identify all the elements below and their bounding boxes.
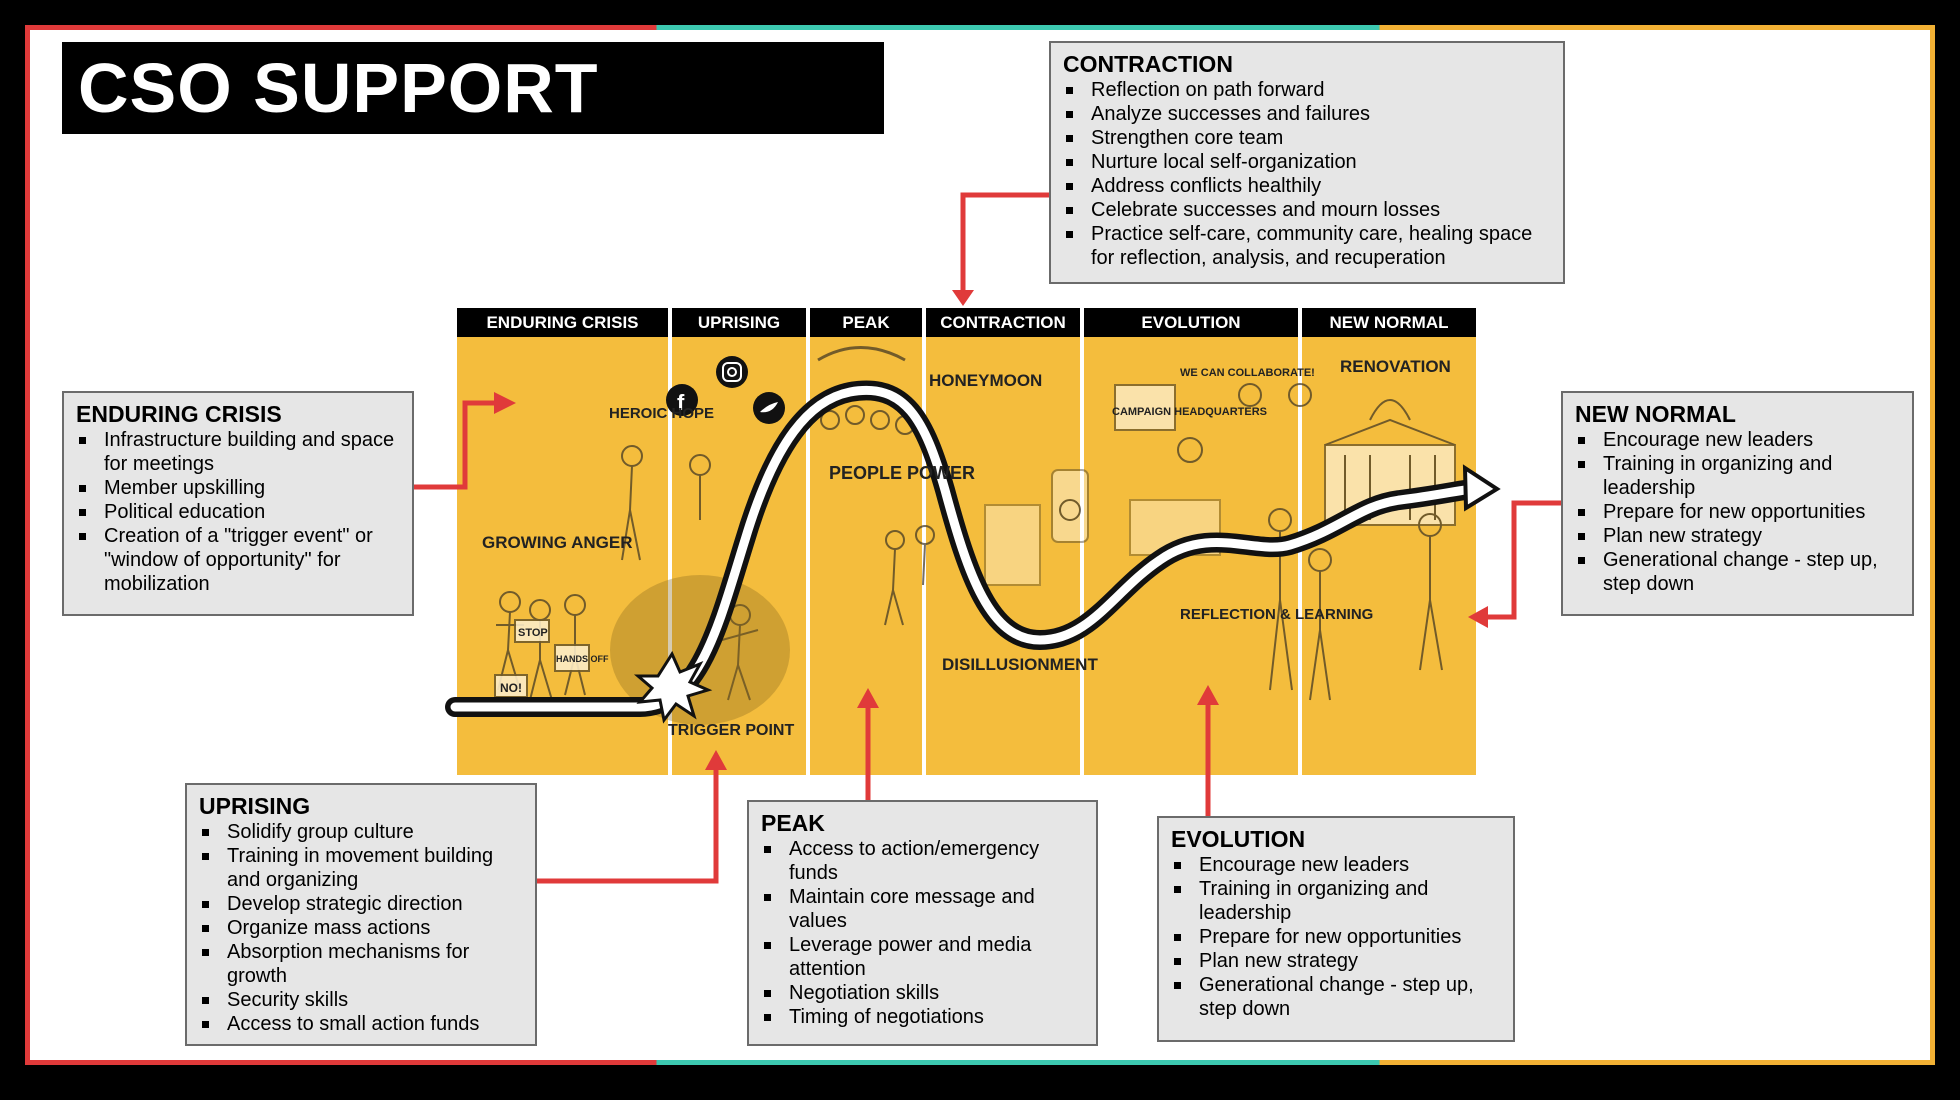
list-item: Encourage new leaders <box>1171 853 1499 877</box>
list-item: Member upskilling <box>76 476 398 500</box>
list-item: Infrastructure building and space for me… <box>76 428 398 476</box>
list-item: Generational change - step up, step down <box>1171 973 1499 1021</box>
enduring-crisis-box-title: ENDURING CRISIS <box>76 401 282 427</box>
list-item: Training in organizing and leadership <box>1171 877 1499 925</box>
connector-arrows <box>414 192 1561 884</box>
list-item: Plan new strategy <box>1171 949 1499 973</box>
list-item: Access to small action funds <box>199 1012 521 1036</box>
list-item: Celebrate successes and mourn losses <box>1063 198 1549 222</box>
list-item: Creation of a "trigger event" or "window… <box>76 524 398 596</box>
list-item: Practice self-care, community care, heal… <box>1063 222 1549 270</box>
list-item: Prepare for new opportunities <box>1171 925 1499 949</box>
peak-box-title: PEAK <box>761 810 825 836</box>
phase-header-uprising: UPRISING <box>672 308 806 337</box>
list-item: Analyze successes and failures <box>1063 102 1549 126</box>
list-item: Prepare for new opportunities <box>1575 500 1898 524</box>
arrow-uprising <box>537 770 719 884</box>
enduring-crisis-box: ENDURING CRISIS Infrastructure building … <box>62 391 414 616</box>
label-reflection-learning: REFLECTION & LEARNING <box>1180 606 1373 623</box>
arrow-new-normal <box>1488 500 1561 620</box>
phase-header-evolution: EVOLUTION <box>1084 308 1298 337</box>
label-growing-anger: GROWING ANGER <box>482 533 632 552</box>
list-item: Encourage new leaders <box>1575 428 1898 452</box>
list-item: Access to action/emergency funds <box>761 837 1082 885</box>
contraction-box-title: CONTRACTION <box>1063 51 1233 77</box>
list-item: Reflection on path forward <box>1063 78 1549 102</box>
list-item: Absorption mechanisms for growth <box>199 940 521 988</box>
list-item: Address conflicts healthily <box>1063 174 1549 198</box>
list-item: Plan new strategy <box>1575 524 1898 548</box>
contraction-box: CONTRACTION Reflection on path forward A… <box>1049 41 1565 284</box>
list-item: Develop strategic direction <box>199 892 521 916</box>
list-item: Leverage power and media attention <box>761 933 1082 981</box>
list-item: Solidify group culture <box>199 820 521 844</box>
peak-box: PEAK Access to action/emergency funds Ma… <box>747 800 1098 1046</box>
timeline-arrowhead <box>1462 464 1501 512</box>
label-honeymoon: HONEYMOON <box>929 371 1042 390</box>
list-item: Training in movement building and organi… <box>199 844 521 892</box>
phase-header-peak: PEAK <box>810 308 922 337</box>
trigger-burst-icon <box>633 650 713 724</box>
label-campaign-hq: CAMPAIGN HEADQUARTERS <box>1112 406 1267 418</box>
list-item: Training in organizing and leadership <box>1575 452 1898 500</box>
arrow-enduring-crisis <box>414 400 494 490</box>
title-bar: CSO SUPPORT <box>62 42 884 134</box>
uprising-box: UPRISING Solidify group culture Training… <box>185 783 537 1046</box>
list-item: Maintain core message and values <box>761 885 1082 933</box>
list-item: Generational change - step up, step down <box>1575 548 1898 596</box>
list-item: Negotiation skills <box>761 981 1082 1005</box>
label-trigger-point: TRIGGER POINT <box>668 722 794 739</box>
phase-header-contraction: CONTRACTION <box>926 308 1080 337</box>
evolution-box: EVOLUTION Encourage new leaders Training… <box>1157 816 1515 1042</box>
sign-no: NO! <box>500 681 522 695</box>
page-title: CSO SUPPORT <box>78 49 599 127</box>
instagram-icon <box>716 356 748 388</box>
label-we-can-collaborate: WE CAN COLLABORATE! <box>1180 367 1315 379</box>
evolution-box-title: EVOLUTION <box>1171 826 1306 852</box>
svg-text:f: f <box>677 390 685 415</box>
phase-header-new-normal: NEW NORMAL <box>1302 308 1476 337</box>
label-heroic-hope: HEROIC HOPE <box>609 405 714 422</box>
social-icons: f <box>666 356 785 424</box>
list-item: Timing of negotiations <box>761 1005 1082 1029</box>
list-item: Security skills <box>199 988 521 1012</box>
sign-hands-off: HANDS OFF <box>556 654 609 664</box>
new-normal-box-title: NEW NORMAL <box>1575 401 1736 427</box>
label-renovation: RENOVATION <box>1340 357 1451 376</box>
arrow-contraction <box>960 192 1049 290</box>
panel-new-normal <box>1302 308 1476 775</box>
timeline-curve <box>450 386 1485 712</box>
label-disillusionment: DISILLUSIONMENT <box>942 655 1098 674</box>
list-item: Nurture local self-organization <box>1063 150 1549 174</box>
label-people-power: PEOPLE POWER <box>829 463 975 483</box>
sign-stop: STOP <box>518 627 548 639</box>
facebook-icon <box>666 384 698 416</box>
list-item: Political education <box>76 500 398 524</box>
list-item: Strengthen core team <box>1063 126 1549 150</box>
new-normal-box: NEW NORMAL Encourage new leaders Trainin… <box>1561 391 1914 616</box>
list-item: Organize mass actions <box>199 916 521 940</box>
uprising-box-title: UPRISING <box>199 793 311 819</box>
phase-header-enduring-crisis: ENDURING CRISIS <box>457 308 668 337</box>
